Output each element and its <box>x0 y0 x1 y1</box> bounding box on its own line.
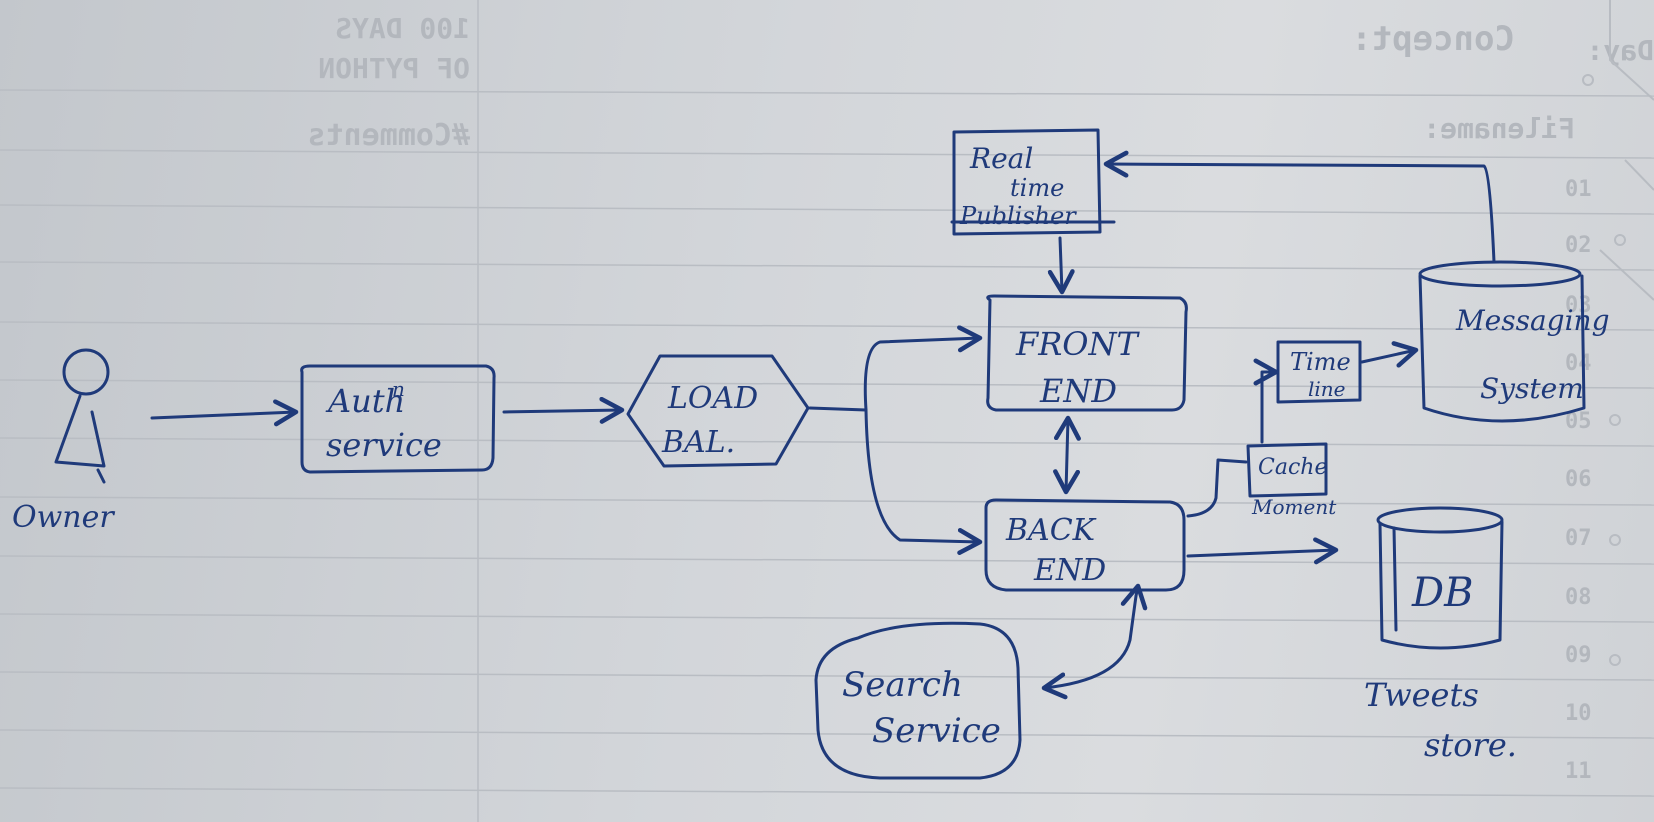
front-end-node: FRONT END <box>986 294 1188 412</box>
circuit-decoration <box>1582 0 1654 666</box>
line-number: 02 <box>1565 233 1592 258</box>
auth-service-label-sup: n <box>392 377 405 401</box>
arrow-back-end-search <box>1041 594 1138 700</box>
owner-head-icon <box>62 348 110 396</box>
back-end-label-line1: BACK <box>1005 513 1097 548</box>
load-balancer-node: LOAD BAL. <box>626 354 810 468</box>
realtime-publisher-label-line3: Publisher <box>959 202 1077 230</box>
cache-node: Cache Moment <box>1246 442 1337 519</box>
concept-label: Concept: <box>1351 19 1515 59</box>
line-number: 04 <box>1565 351 1592 376</box>
cache-label-line1: Cache <box>1258 455 1327 480</box>
auth-service-box <box>300 364 496 474</box>
line-number: 03 <box>1565 293 1592 318</box>
line-back-end-to-cache <box>1186 458 1248 518</box>
auth-service-label-line2: service <box>326 426 442 464</box>
day-label: Day: <box>1587 34 1654 67</box>
book-title-line1: 100 DAYS <box>335 12 470 45</box>
realtime-publisher-box <box>952 128 1102 236</box>
timeline-label-line1: Time <box>1290 348 1351 376</box>
realtime-publisher-node: Real time Publisher <box>950 128 1116 236</box>
arrow-publisher-to-front-end <box>1047 236 1075 295</box>
printed-header: Concept: 100 DAYS OF PYTHON Day: Filenam… <box>307 12 1654 153</box>
owner-label: Owner <box>12 500 115 535</box>
auth-service-node: Auth n service <box>300 364 496 474</box>
messaging-system-node: Messaging System <box>1418 260 1610 423</box>
line-number-column: 01 02 03 04 05 06 07 08 09 10 11 <box>1565 177 1592 784</box>
line-number: 06 <box>1565 467 1592 492</box>
line-number: 07 <box>1565 526 1592 551</box>
front-end-box <box>986 294 1188 412</box>
line-number: 09 <box>1565 643 1592 668</box>
messaging-system-label-line2: System <box>1480 372 1584 405</box>
arrow-cache-to-timeline <box>1253 358 1279 444</box>
line-number: 11 <box>1565 759 1592 784</box>
arrow-to-front-end <box>863 325 983 412</box>
timeline-node: Time line <box>1276 340 1362 404</box>
filename-label: Filename: <box>1423 112 1575 145</box>
back-end-node: BACK END <box>984 498 1186 592</box>
arrow-auth-to-loadbalancer <box>502 396 625 424</box>
search-service-label-line1: Search <box>842 665 963 705</box>
arrow-timeline-to-messaging <box>1360 341 1419 368</box>
line-number: 08 <box>1565 585 1592 610</box>
database-caption-line1: Tweets <box>1364 676 1479 714</box>
load-balancer-label-line2: BAL. <box>661 425 735 460</box>
front-end-label-line2: END <box>1039 372 1117 410</box>
back-end-box <box>984 498 1186 592</box>
book-title-line2: OF PYTHON <box>318 52 470 85</box>
search-service-node: Search Service <box>814 621 1022 780</box>
realtime-publisher-label-line2: time <box>1010 174 1064 202</box>
database-top <box>1376 506 1504 534</box>
search-service-box <box>814 621 1022 780</box>
auth-service-label-line1: Auth <box>325 382 405 420</box>
arrow-back-end-to-db <box>1186 537 1339 565</box>
cache-label-line2: Moment <box>1251 495 1337 519</box>
timeline-label-line2: line <box>1308 377 1346 401</box>
comments-label: #Comments <box>307 118 470 153</box>
arrow-owner-to-auth <box>150 399 299 427</box>
arrow-to-back-end <box>864 408 983 555</box>
connectors <box>150 150 1496 700</box>
messaging-system-body <box>1418 274 1586 423</box>
database-caption-line2: store. <box>1424 726 1517 764</box>
front-end-label-line1: FRONT <box>1015 325 1141 363</box>
realtime-publisher-label-line1: Real <box>969 142 1033 175</box>
owner-actor: Owner <box>12 348 115 535</box>
line-number: 10 <box>1565 701 1592 726</box>
cache-box <box>1246 442 1328 498</box>
load-balancer-label-line1: LOAD <box>667 381 758 416</box>
arrow-messaging-to-publisher <box>1103 150 1496 264</box>
database-label: DB <box>1411 570 1473 616</box>
database-body <box>1378 520 1504 650</box>
search-service-label-line2: Service <box>872 711 1001 751</box>
arrow-front-end-back-end <box>1053 415 1081 495</box>
database-node: DB Tweets store. <box>1364 506 1517 764</box>
owner-body-icon <box>54 394 106 468</box>
messaging-system-top <box>1418 260 1582 288</box>
line-loadbalancer-split <box>808 406 868 412</box>
messaging-system-label-line1: Messaging <box>1455 304 1610 337</box>
line-number: 01 <box>1565 177 1592 202</box>
load-balancer-hexagon <box>626 354 810 468</box>
back-end-label-line2: END <box>1033 553 1106 588</box>
